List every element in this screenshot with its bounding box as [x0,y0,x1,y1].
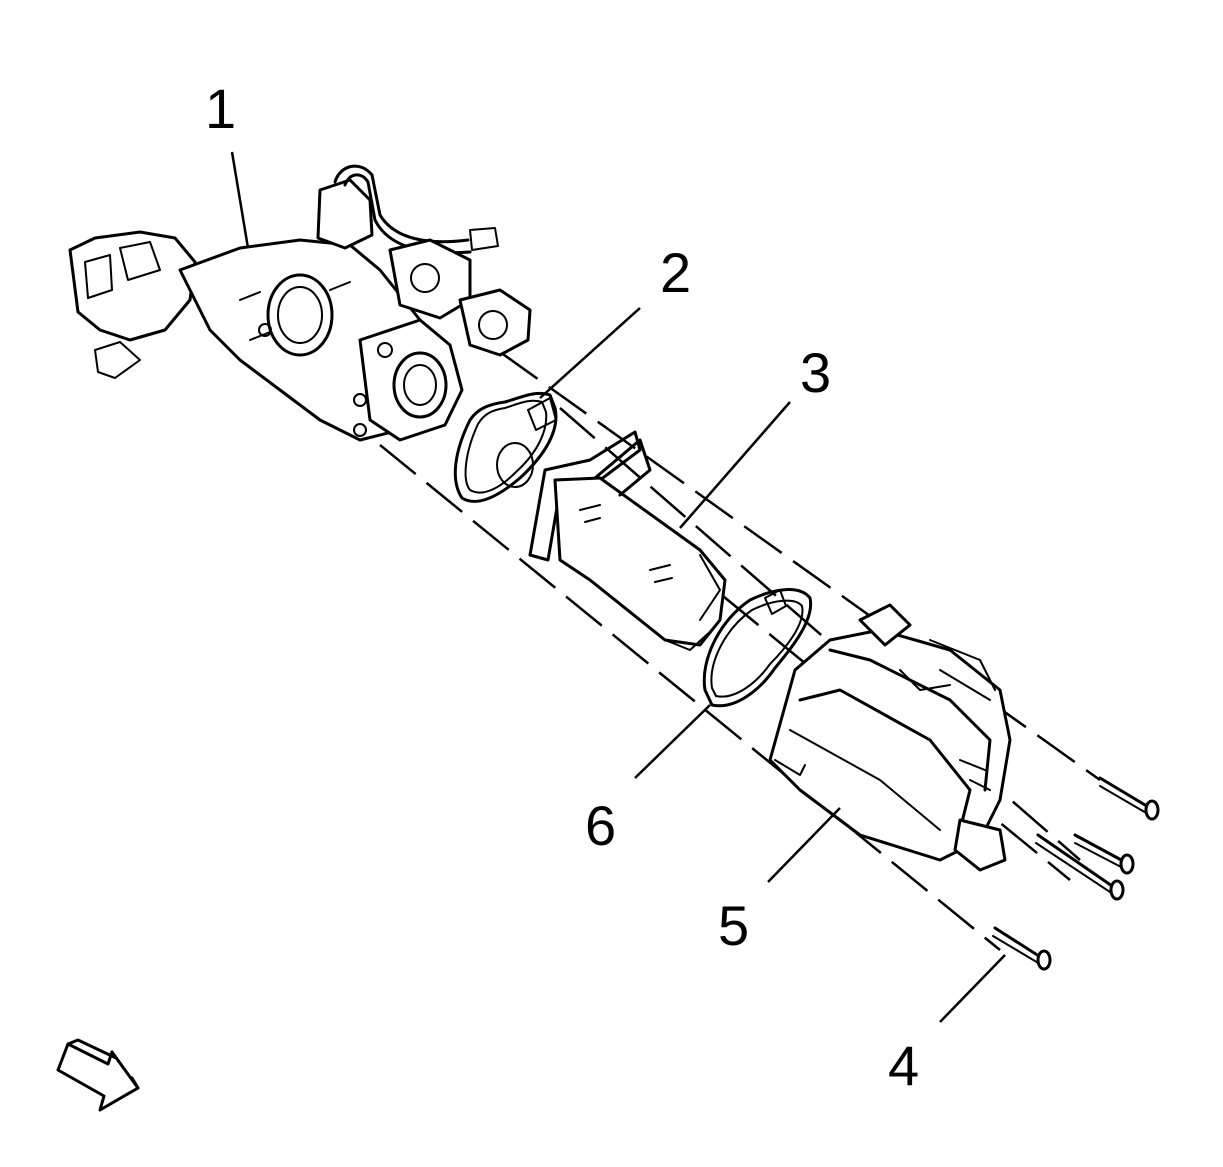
part-5-egr-cooler [768,603,1012,872]
callout-4: 4 [888,1034,919,1097]
bolt-2 [1073,833,1135,875]
callout-5: 5 [718,894,749,957]
bolt-3 [1035,833,1125,901]
part-4-bolts [992,776,1160,971]
bolt-1 [1098,776,1160,821]
callout-1: 1 [205,77,236,140]
callout-6: 6 [585,794,616,857]
part-1-egr-valve-assembly [68,164,532,442]
part-6-gasket [702,588,813,708]
callout-3: 3 [800,341,831,404]
bolt-4 [992,926,1052,971]
leader-lines [230,151,1006,1023]
callouts: 1 2 3 4 5 6 [205,77,919,1097]
callout-2: 2 [660,241,691,304]
part-3-heat-shield [528,430,727,651]
part-2-gasket [453,391,558,503]
front-direction-arrow-icon [56,1038,140,1112]
